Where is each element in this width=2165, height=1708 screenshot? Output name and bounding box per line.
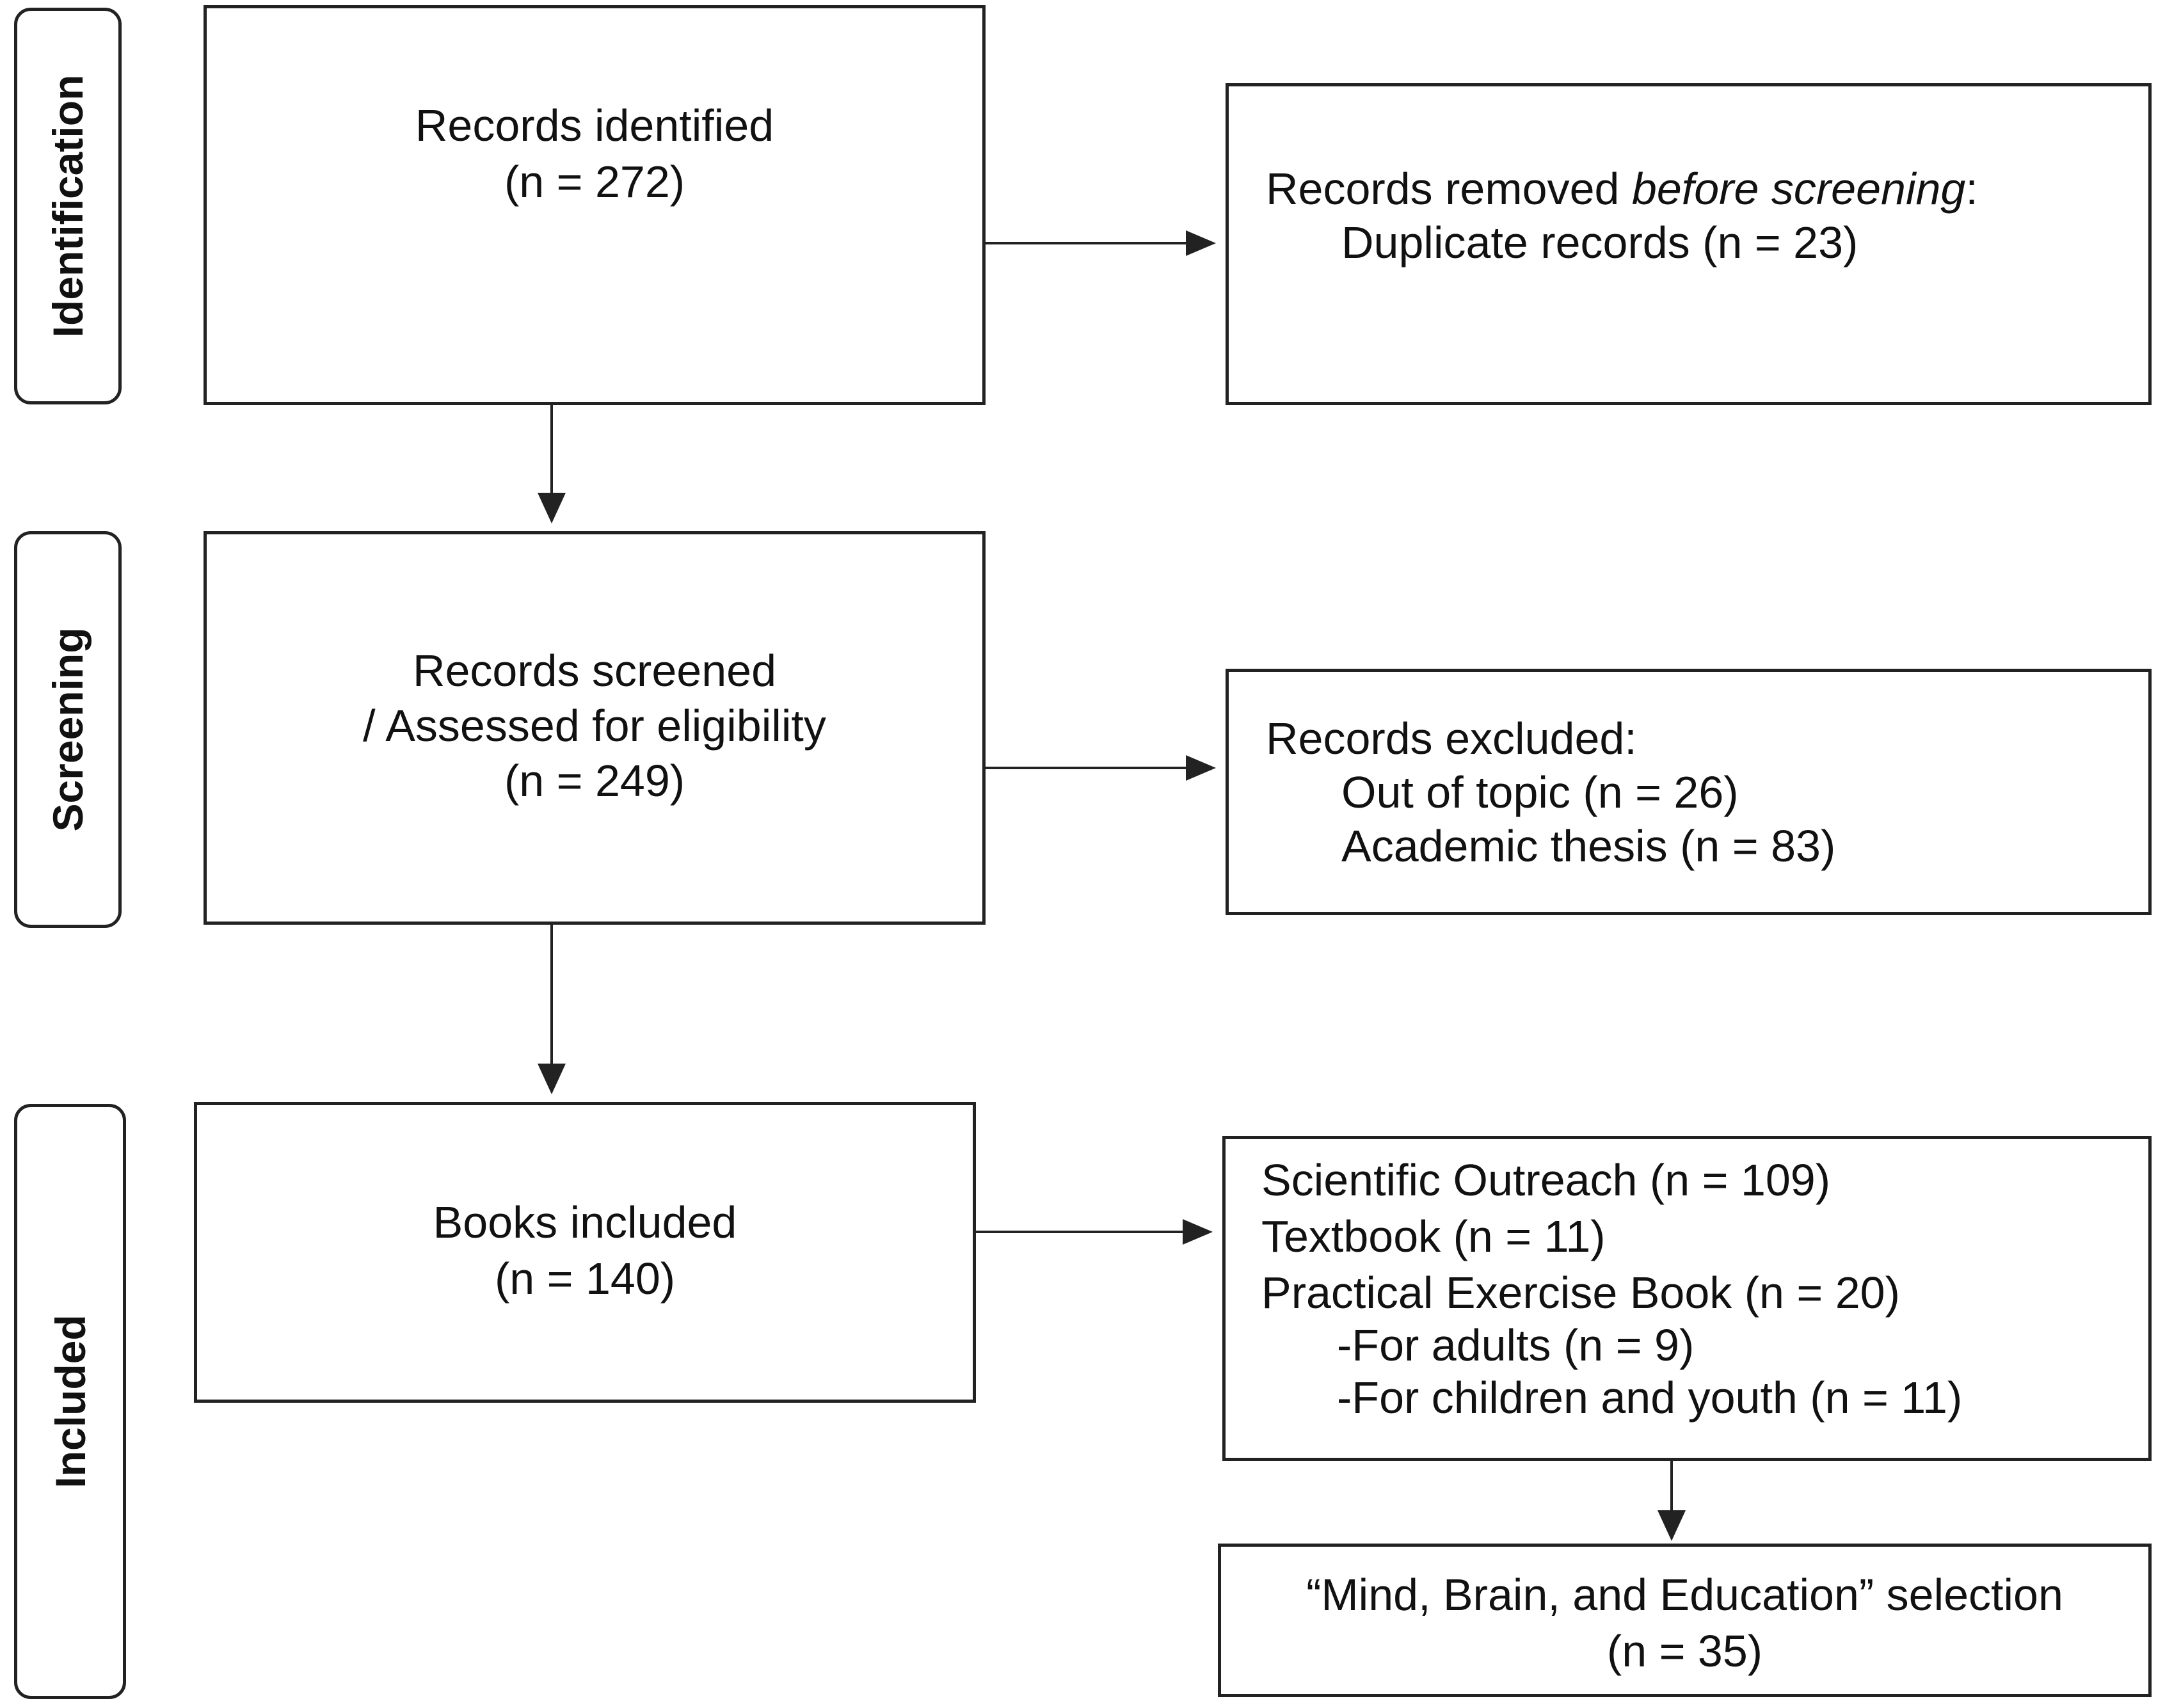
phase-screening: Screening <box>14 531 122 928</box>
arrow-identified-to-screened <box>538 405 566 523</box>
selection-box: “Mind, Brain, and Education” selection (… <box>1218 1544 2152 1697</box>
phase-identification: Identification <box>14 8 122 404</box>
duplicate-records: Duplicate records (n = 23) <box>1341 218 1858 267</box>
arrow-books-to-categories <box>976 1219 1213 1245</box>
records-removed-box: Records removed before screening: Duplic… <box>1226 83 2152 405</box>
arrow-screened-to-books <box>538 925 566 1094</box>
category-practical: Practical Exercise Book (n = 20) <box>1261 1268 1900 1318</box>
category-textbook: Textbook (n = 11) <box>1261 1211 1606 1261</box>
records-excluded-box: Records excluded: Out of topic (n = 26) … <box>1226 669 2152 915</box>
books-included-count: (n = 140) <box>494 1254 676 1304</box>
arrow-identified-to-removed <box>986 230 1216 256</box>
selection-title: “Mind, Brain, and Education” selection <box>1306 1570 2063 1620</box>
records-screened-line1: Records screened <box>412 646 777 696</box>
category-adults: -For adults (n = 9) <box>1337 1320 1695 1370</box>
phase-included: Included <box>14 1104 126 1699</box>
records-screened-line2: / Assessed for eligibility <box>363 701 826 751</box>
book-categories-box: Scientific Outreach (n = 109) Textbook (… <box>1222 1136 2152 1461</box>
arrow-screened-to-excluded <box>986 755 1216 781</box>
category-outreach: Scientific Outreach (n = 109) <box>1261 1155 1831 1205</box>
records-removed-title: Records removed before screening: <box>1266 162 1978 216</box>
books-included-box: Books included (n = 140) <box>194 1102 976 1403</box>
books-included-title: Books included <box>433 1197 737 1247</box>
records-removed-prefix: Records removed <box>1266 164 1632 214</box>
records-removed-emphasis: before screening <box>1631 164 1966 214</box>
arrow-categories-to-selection <box>1658 1461 1686 1541</box>
records-screened-box: Records screened / Assessed for eligibil… <box>204 531 986 925</box>
excluded-item: Academic thesis (n = 83) <box>1341 821 1836 871</box>
category-children: -For children and youth (n = 11) <box>1337 1373 1963 1423</box>
records-screened-count: (n = 249) <box>504 756 685 806</box>
records-identified-title: Records identified <box>415 100 774 150</box>
records-identified-box: Records identified (n = 272) <box>204 5 986 405</box>
selection-count: (n = 35) <box>1606 1626 1763 1676</box>
excluded-item: Out of topic (n = 26) <box>1341 767 1739 817</box>
records-excluded-title: Records excluded: <box>1266 714 1637 763</box>
records-removed-suffix: : <box>1965 164 1978 214</box>
records-identified-count: (n = 272) <box>504 157 685 207</box>
